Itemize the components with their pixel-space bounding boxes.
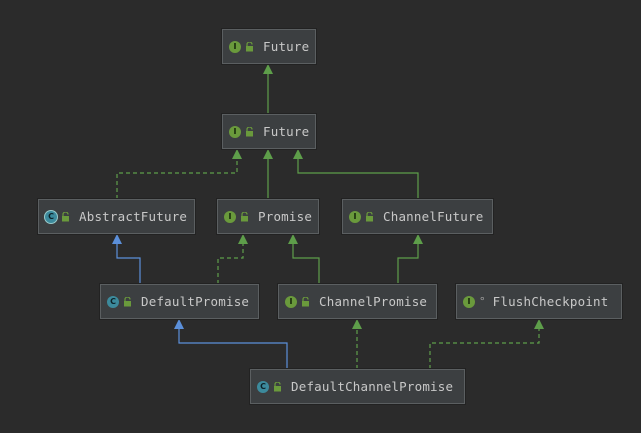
package-private-icon: ° — [479, 295, 486, 308]
class-icon: C — [257, 380, 269, 393]
edge-default-promise-to-promise — [217, 243, 244, 284]
interface-icon: I — [229, 125, 241, 138]
arrowhead-5 — [238, 234, 248, 244]
interface-icon: I — [285, 295, 297, 308]
edge-default-channel-promise-to-flush-checkpoint — [429, 328, 540, 369]
node-label: FlushCheckpoint — [492, 294, 609, 309]
node-future-top[interactable]: I Future — [222, 29, 316, 64]
public-lock-icon — [245, 41, 254, 52]
node-promise[interactable]: I Promise — [217, 199, 319, 234]
node-label: Promise — [258, 209, 313, 224]
public-lock-icon — [273, 381, 282, 392]
arrowhead-0 — [263, 64, 273, 74]
arrowhead-8 — [174, 319, 184, 329]
node-label: AbstractFuture — [79, 209, 188, 224]
edge-channel-future-to-future — [297, 158, 419, 199]
interface-icon: I — [463, 295, 475, 308]
node-label: ChannelPromise — [319, 294, 428, 309]
arrowhead-9 — [352, 319, 362, 329]
class-icon: C — [107, 295, 119, 308]
node-label: DefaultPromise — [141, 294, 250, 309]
node-channel-future[interactable]: I ChannelFuture — [342, 199, 493, 234]
node-default-channel-promise[interactable]: C DefaultChannelPromise — [250, 369, 465, 404]
public-lock-icon — [245, 126, 254, 137]
node-abstract-future[interactable]: C AbstractFuture — [38, 199, 195, 234]
arrowhead-2 — [263, 149, 273, 159]
public-lock-icon — [123, 296, 132, 307]
node-label: DefaultChannelPromise — [291, 379, 454, 394]
arrowhead-10 — [534, 319, 544, 329]
node-future[interactable]: I Future — [222, 114, 316, 149]
node-label: ChannelFuture — [383, 209, 484, 224]
node-flush-checkpoint[interactable]: I ° FlushCheckpoint — [456, 284, 622, 319]
node-label: Future — [263, 39, 310, 54]
arrowhead-6 — [288, 234, 298, 244]
interface-icon: I — [229, 40, 241, 53]
arrowhead-1 — [232, 149, 242, 159]
public-lock-icon — [301, 296, 310, 307]
public-lock-icon — [365, 211, 374, 222]
edge-channel-promise-to-promise — [292, 243, 320, 284]
public-lock-icon — [61, 211, 70, 222]
public-lock-icon — [240, 211, 249, 222]
interface-icon: I — [224, 210, 236, 223]
node-default-promise[interactable]: C DefaultPromise — [100, 284, 259, 319]
node-label: Future — [263, 124, 310, 139]
arrowhead-3 — [293, 149, 303, 159]
arrowhead-4 — [112, 234, 122, 244]
edge-abstract-future-to-future — [116, 158, 238, 199]
edge-channel-promise-to-channel-future — [397, 243, 419, 284]
arrowhead-7 — [413, 234, 423, 244]
interface-icon: I — [349, 210, 361, 223]
abstract-class-icon: C — [45, 210, 57, 223]
edge-default-promise-to-abstract-future — [116, 243, 141, 284]
edge-default-channel-promise-to-default-promise — [178, 328, 288, 369]
node-channel-promise[interactable]: I ChannelPromise — [278, 284, 437, 319]
